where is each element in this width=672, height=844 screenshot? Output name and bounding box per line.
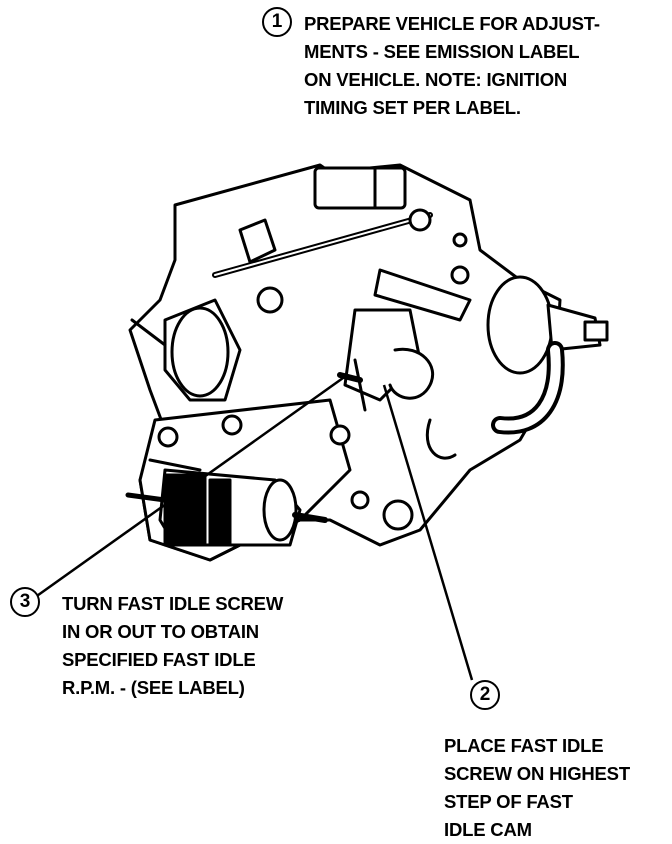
step-2-number-badge: 2: [470, 680, 500, 710]
step-3-instruction: TURN FAST IDLE SCREW IN OR OUT TO OBTAIN…: [62, 593, 284, 698]
step-1-number-badge: 1: [262, 7, 292, 37]
step-1-instruction: PREPARE VEHICLE FOR ADJUST- MENTS - SEE …: [304, 13, 600, 118]
step-2-instruction: PLACE FAST IDLE SCREW ON HIGHEST STEP OF…: [444, 735, 630, 840]
step-3-number-badge: 3: [10, 587, 40, 617]
